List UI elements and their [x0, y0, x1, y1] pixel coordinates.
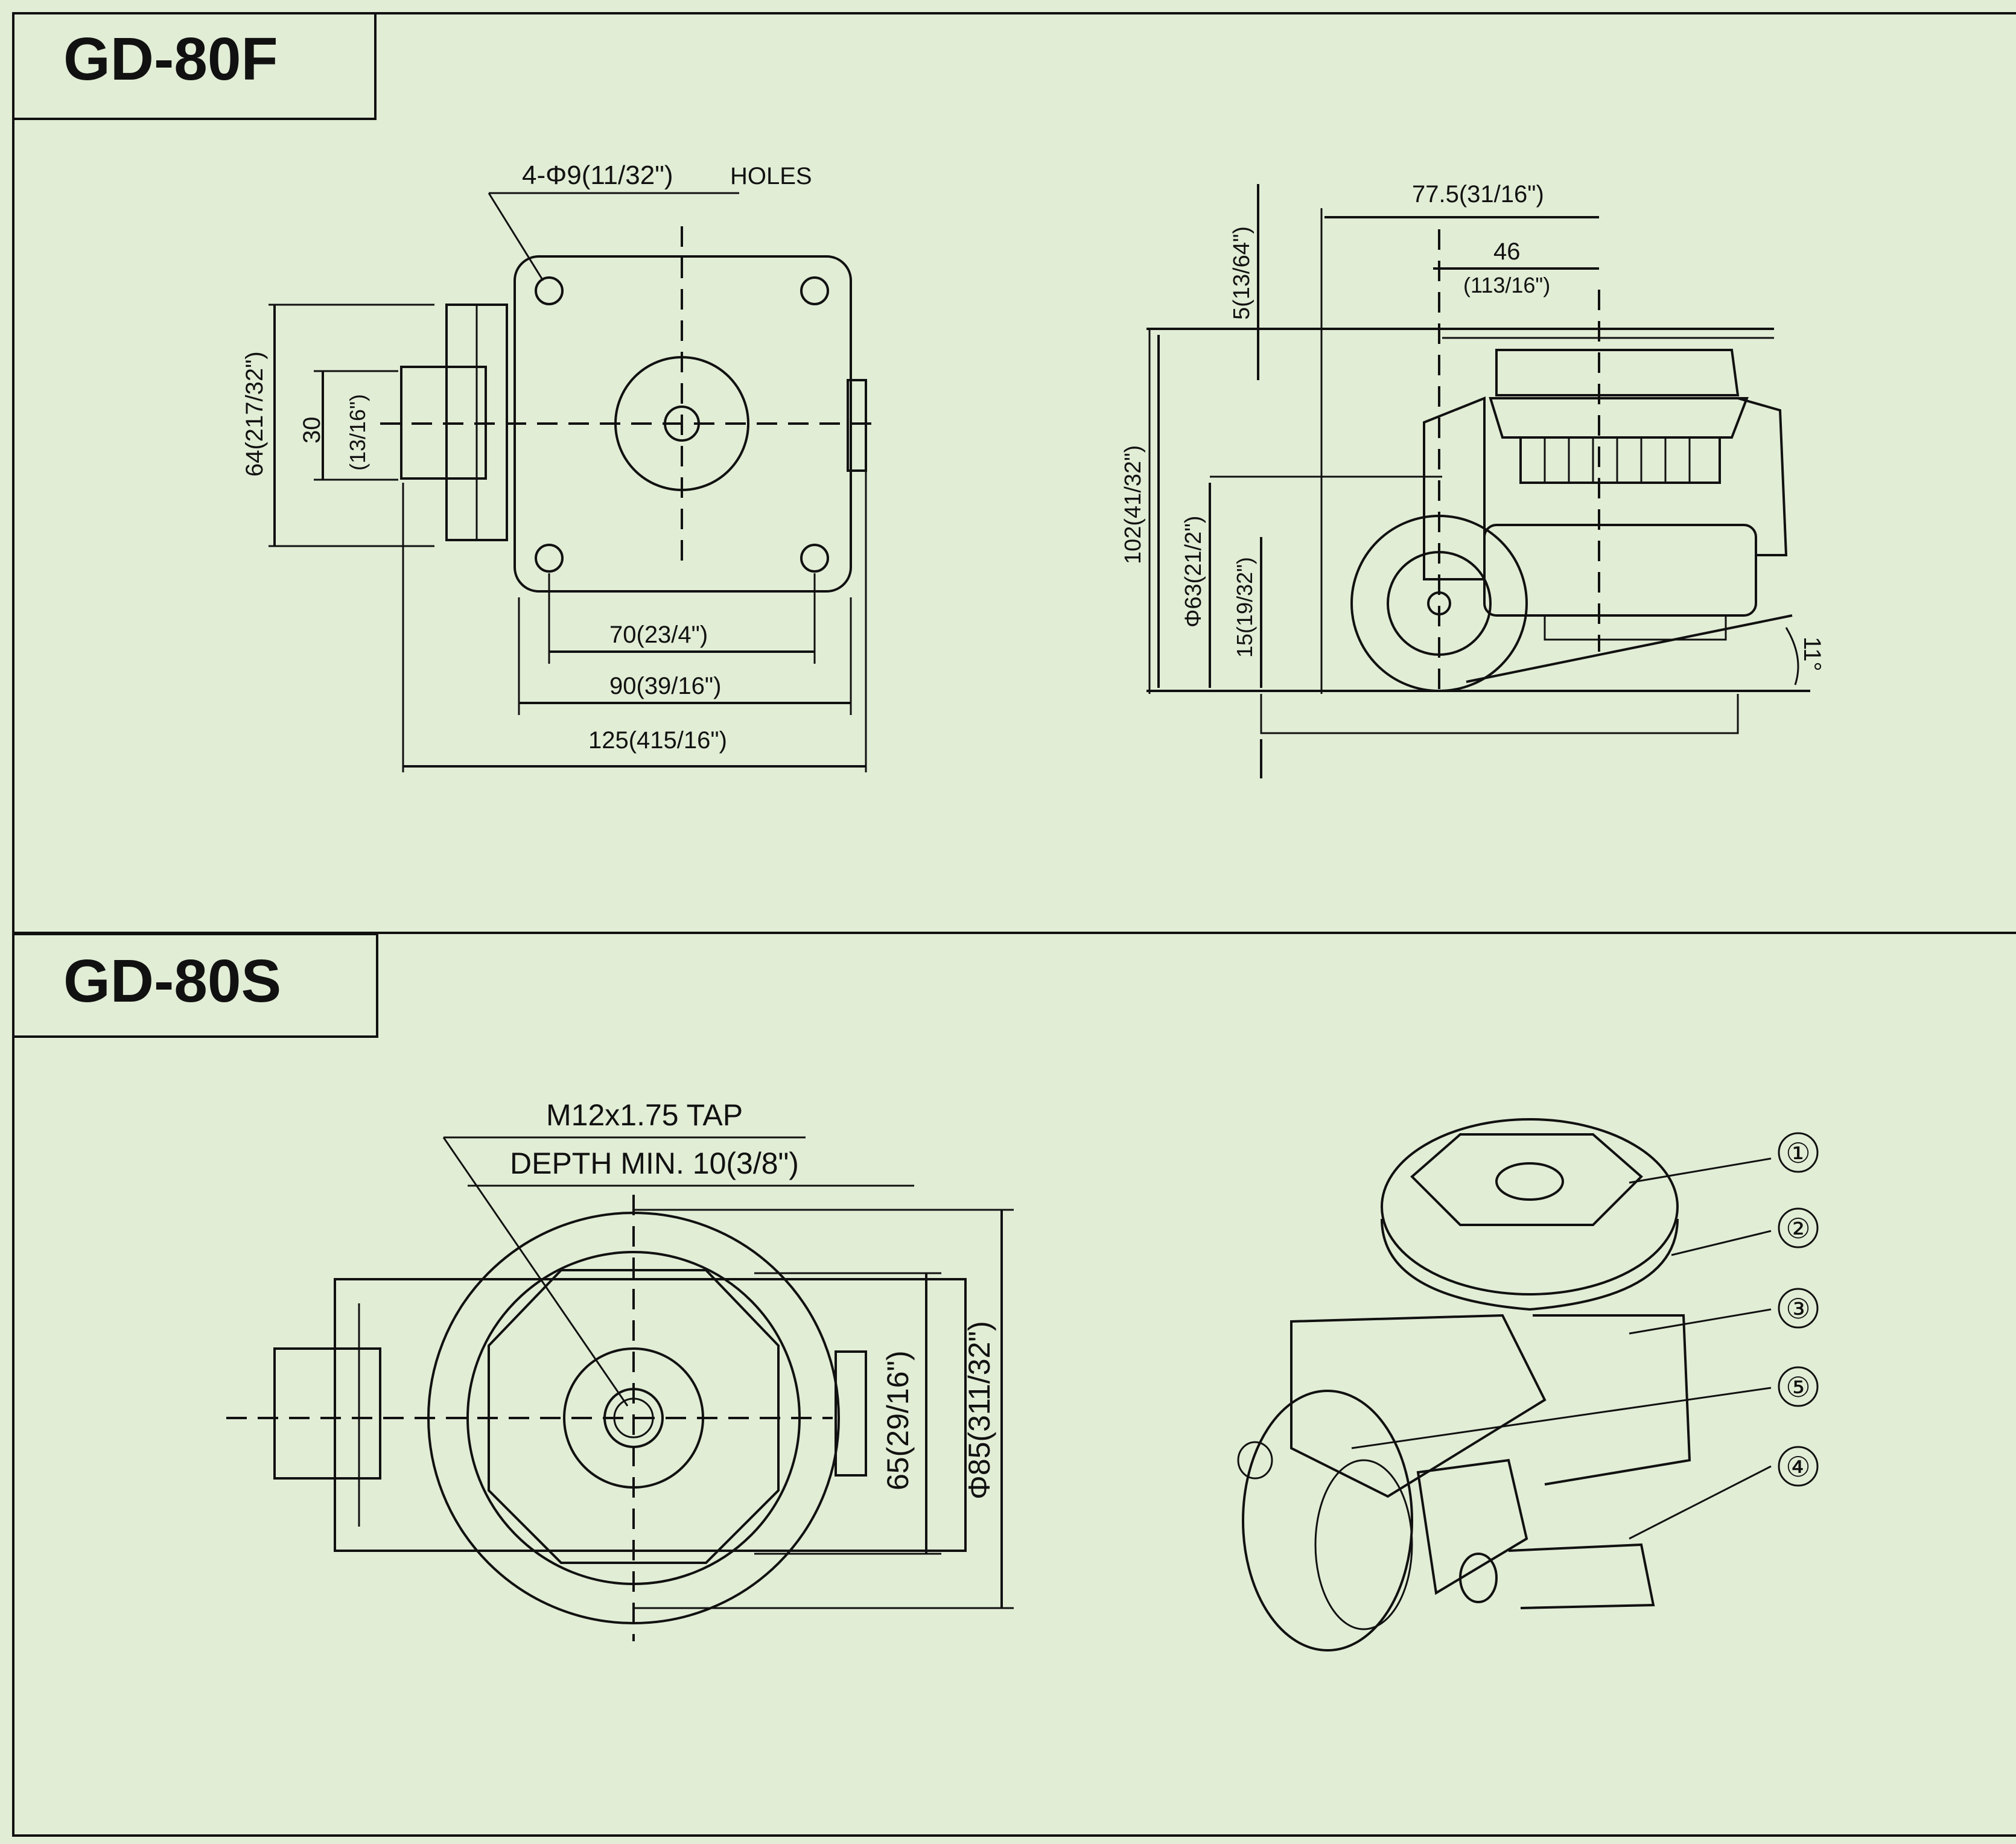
iso-hex: [1410, 1133, 1643, 1226]
section-title-gd80f: GD-80F: [63, 25, 278, 93]
dim-90: 90(39/16"): [609, 673, 721, 699]
mounting-holes: [535, 276, 829, 573]
dim-46-frac: (113/16"): [1463, 273, 1550, 297]
dim-775: 77.5(31/16"): [1412, 181, 1544, 208]
dim-85: Φ85(311/32"): [962, 1321, 996, 1499]
depth-note: DEPTH MIN. 10(3/8"): [510, 1146, 799, 1180]
wheel: [1350, 515, 1528, 692]
callouts: ① ② ③ ⑤ ④: [1778, 1132, 1819, 1487]
title-box-gd80s: [12, 933, 378, 1038]
dim-15: 15(19/32"): [1232, 557, 1257, 658]
dim-65: 65(29/16"): [881, 1350, 915, 1490]
dim-46: 46: [1493, 238, 1521, 265]
callout-2: ②: [1785, 1213, 1810, 1244]
gd80f-side-view: 77.5(31/16") 46 (113/16") 5(13/64") 102(…: [1121, 181, 1825, 778]
tap-note: M12x1.75 TAP: [546, 1098, 743, 1132]
dim-inner-frac: (13/16"): [345, 394, 370, 471]
dim-125: 125(415/16"): [588, 727, 727, 754]
callout-5: ⑤: [1785, 1372, 1810, 1403]
dim-102: 102(41/32"): [1121, 445, 1146, 564]
dim-70: 70(23/4"): [609, 622, 708, 648]
section-gd80s: GD-80S M12x1.75 TAP DEPTH MIN. 10(3/8"): [12, 933, 1819, 1652]
gd80s-top-view: M12x1.75 TAP DEPTH MIN. 10(3/8") 65(29/1…: [226, 1098, 1014, 1641]
section-title-gd80s: GD-80S: [63, 947, 281, 1015]
title-box-gd80f: [12, 12, 377, 120]
gd80s-iso-view: ① ② ③ ⑤ ④: [1237, 1118, 1819, 1652]
hex-nut: [488, 1269, 780, 1564]
dim-inner-30: 30: [299, 417, 325, 444]
gd80f-top-view: 4-Φ9(11/32") HOLES 64(217/32") 30 (13/16…: [241, 161, 881, 772]
sheet-frame: [12, 12, 2016, 1837]
holes-word: HOLES: [730, 163, 812, 189]
dim-5: 5(13/64"): [1229, 226, 1254, 320]
dim-63: Φ63(21/2"): [1181, 516, 1206, 628]
section-gd80f: GD-80F 4-Φ9(11/32"): [12, 12, 1825, 778]
callout-leaders: [1351, 1157, 1772, 1540]
dim-height-64: 64(217/32"): [241, 351, 268, 477]
angle-11: 11°: [1799, 637, 1825, 672]
callout-4: ④: [1785, 1451, 1810, 1483]
callout-3: ③: [1785, 1293, 1810, 1324]
holes-note: 4-Φ9(11/32"): [522, 161, 673, 190]
iso-wheel: [1242, 1390, 1413, 1652]
callout-1: ①: [1785, 1137, 1810, 1169]
